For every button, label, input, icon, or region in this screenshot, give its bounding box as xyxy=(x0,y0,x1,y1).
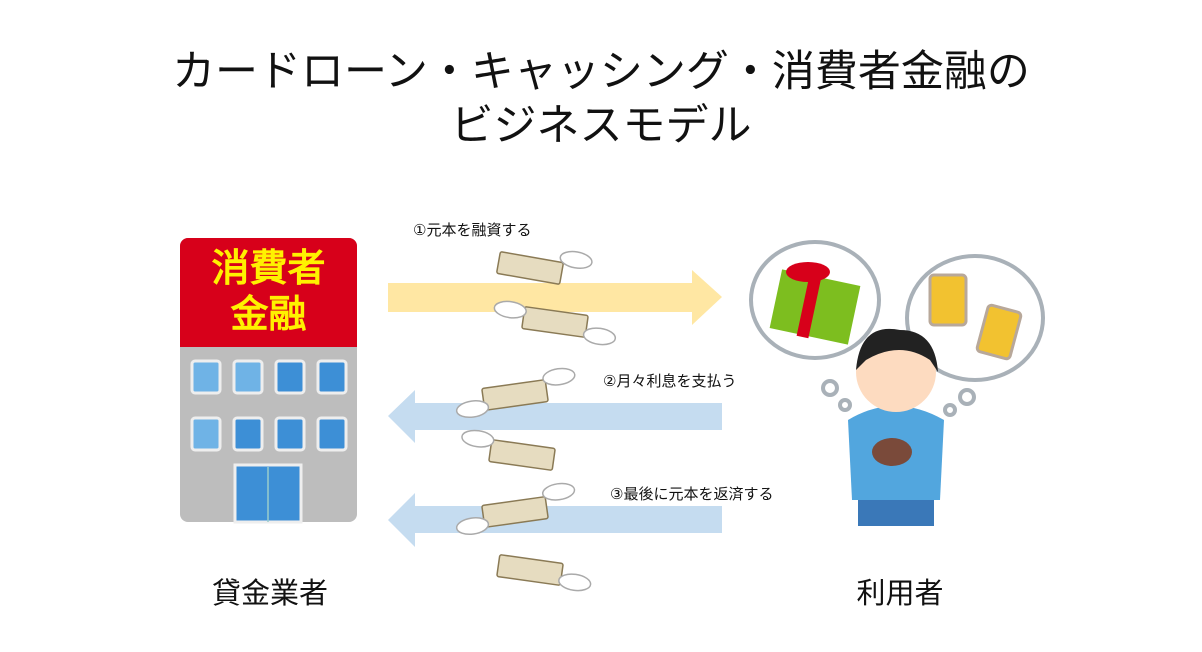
lender-caption: 貸金業者 xyxy=(211,576,328,610)
gift-icon xyxy=(769,262,861,345)
title-line-1: カードローン・キャッシング・消費者金融の xyxy=(172,47,1030,97)
borrower-illustration xyxy=(749,240,1045,526)
title-line-2: ビジネスモデル xyxy=(450,101,752,151)
sign-text-line-2: 金融 xyxy=(230,292,307,336)
arrow-loan xyxy=(388,270,722,325)
sign-text-line-1: 消費者 xyxy=(211,246,326,290)
flow-label-loan: ①元本を融資する xyxy=(413,221,532,239)
flow-label-repay: ③最後に元本を返済する xyxy=(610,485,774,503)
flying-money-icons xyxy=(455,250,617,592)
arrow-repay xyxy=(388,493,722,547)
borrower-caption: 利用者 xyxy=(856,576,944,610)
lender-building-illustration xyxy=(180,238,357,524)
arrow-interest xyxy=(388,390,722,443)
flow-label-interest: ②月々利息を支払う xyxy=(603,372,737,390)
beer-icon xyxy=(928,273,1023,361)
